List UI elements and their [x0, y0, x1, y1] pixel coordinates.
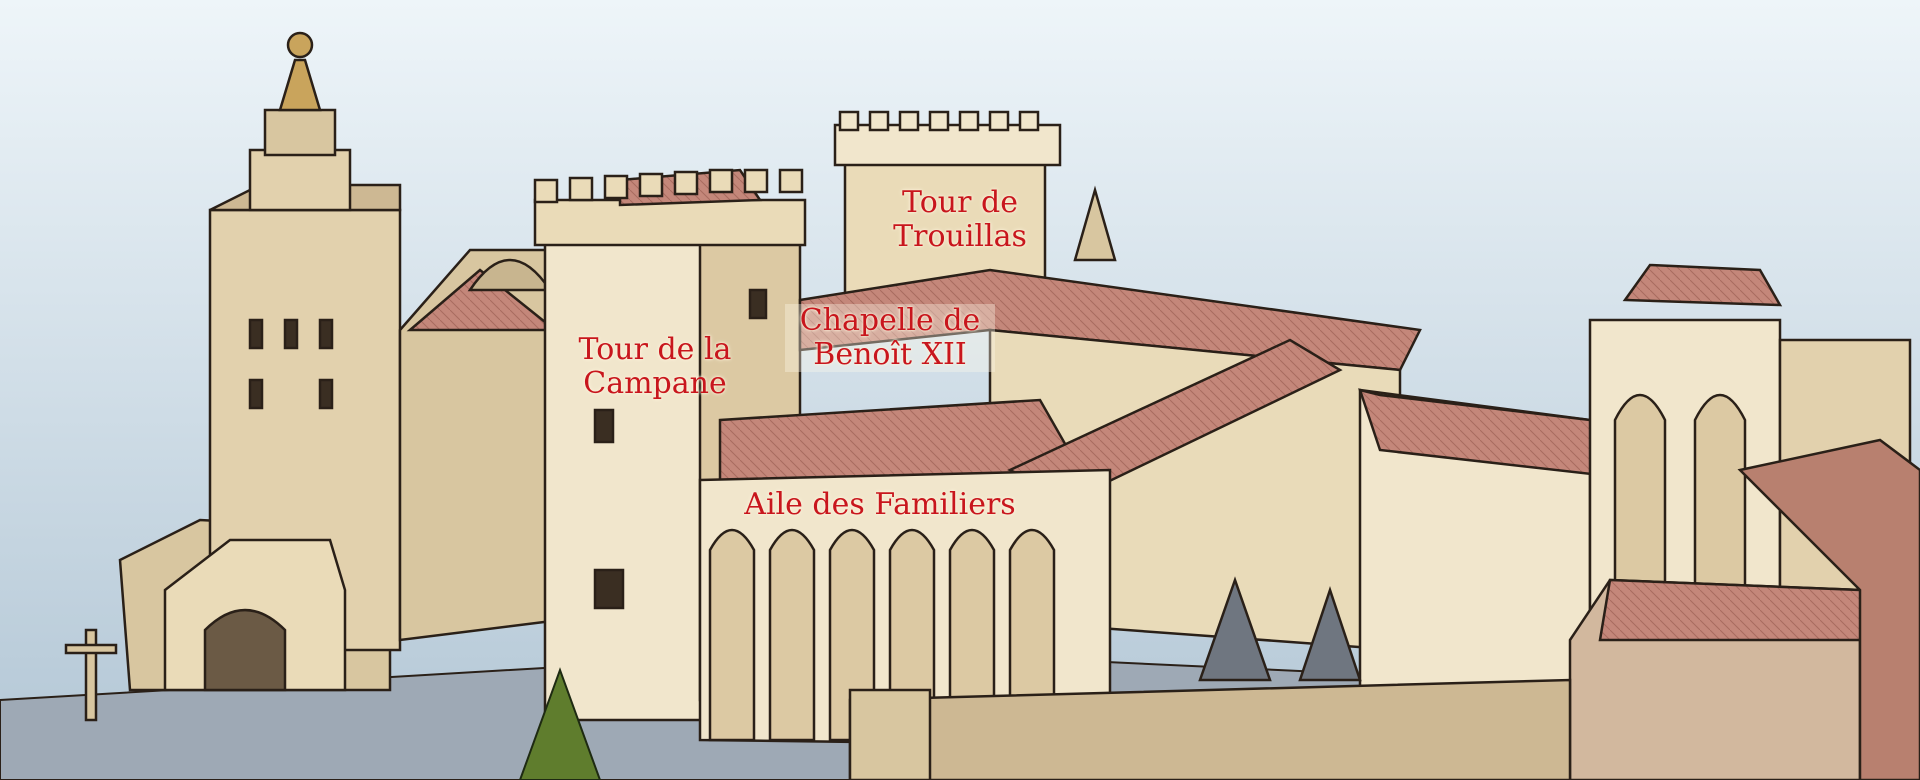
cathedral [118, 31, 562, 692]
foreground-spires [848, 576, 1572, 780]
label-chapelle-de-benoit-xii: Chapelle de Benoît XII [785, 304, 995, 372]
label-aile-des-familiers: Aile des Familiers [744, 487, 1016, 522]
foreground-building-right [1568, 438, 1920, 780]
label-tour-de-trouillas: Tour de Trouillas [893, 185, 1027, 254]
palace-main-wings [698, 263, 1912, 747]
tree [518, 667, 602, 780]
crucifix [64, 628, 118, 722]
label-tour-de-la-campane: Tour de la Campane [578, 332, 732, 401]
